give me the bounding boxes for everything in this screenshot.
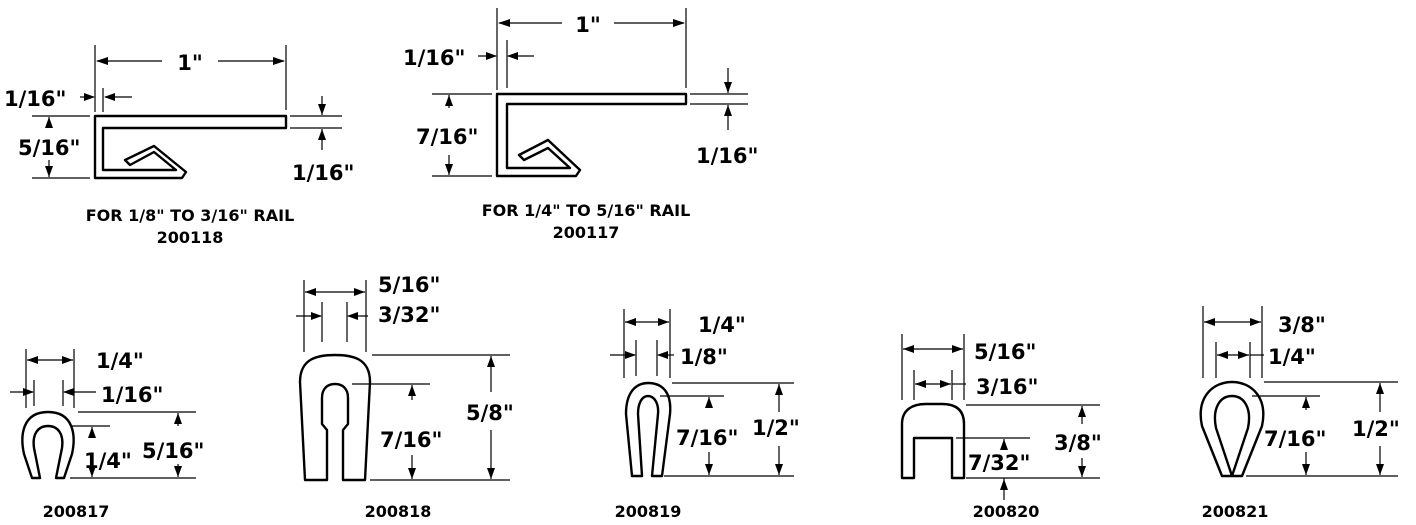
profile-200819-outer-width-label: 1/4" — [698, 313, 746, 337]
profile-200818: 5/16" 3/32" 7/16" 5/8" 200818 — [296, 273, 514, 521]
profile-200818-part-number: 200818 — [365, 502, 432, 521]
profile-200817-inner-depth-label: 1/4" — [84, 449, 132, 473]
profile-200817-part-number: 200817 — [43, 502, 110, 521]
profile-200118-height-label: 5/16" — [18, 136, 80, 160]
profile-200817-outer-width-label: 1/4" — [96, 349, 144, 373]
profile-200819-wall-label: 1/8" — [680, 345, 728, 369]
profile-200819-inner-depth-label: 7/16" — [676, 426, 738, 450]
profile-200821: 3/8" 1/4" 7/16" 1/2" 200821 — [1199, 306, 1400, 521]
profile-200117-flange-label: 1/16" — [696, 144, 758, 168]
profile-200117-wall-label: 1/16" — [403, 46, 465, 70]
profile-200818-wall-label: 3/32" — [378, 303, 440, 327]
profile-200118: 1" 1/16" 5/16" 1/16" FOR 1/8" TO 3/16" R… — [4, 45, 354, 247]
profile-200819-height-label: 1/2" — [752, 416, 800, 440]
profile-200118-part-number: 200118 — [157, 228, 224, 247]
profile-200118-width-label: 1" — [177, 51, 203, 75]
profile-200820-part-number: 200820 — [973, 502, 1040, 521]
profile-200820: 5/16" 3/16" 7/32" 3/8" 200820 — [900, 334, 1102, 521]
profile-200821-outer-width-label: 3/8" — [1278, 313, 1326, 337]
profile-200821-inner-width-label: 1/4" — [1268, 345, 1316, 369]
profile-200118-shape — [93, 114, 288, 180]
profile-200818-inner-depth-label: 7/16" — [380, 428, 442, 452]
profile-200819-shape — [624, 381, 672, 478]
profile-200117-part-number: 200117 — [553, 223, 620, 242]
profile-200820-inner-width-label: 3/16" — [976, 375, 1038, 399]
profile-200821-part-number: 200821 — [1202, 502, 1269, 521]
profile-200819: 1/4" 1/8" 7/16" 1/2" 200819 — [610, 309, 800, 521]
profile-200818-outer-width-label: 5/16" — [378, 273, 440, 297]
profile-200821-height-label: 1/2" — [1352, 417, 1400, 441]
profile-200821-inner-depth-label: 7/16" — [1264, 427, 1326, 451]
profile-200117-height-label: 7/16" — [416, 125, 478, 149]
profile-200818-height-label: 5/8" — [466, 401, 514, 425]
profile-200118-caption: FOR 1/8" TO 3/16" RAIL — [86, 206, 295, 225]
profile-200820-height-label: 3/8" — [1054, 431, 1102, 455]
profile-200817-wall-label: 1/16" — [101, 383, 163, 407]
profile-200117: 1" 1/16" 7/16" 1/16" FOR 1/4" TO 5/16" R… — [403, 8, 758, 242]
profile-200817-shape — [21, 410, 75, 480]
profile-200820-shape — [900, 402, 966, 480]
profile-200820-outer-width-label: 5/16" — [974, 340, 1036, 364]
profile-200821-shape — [1199, 380, 1265, 478]
profile-200117-caption: FOR 1/4" TO 5/16" RAIL — [482, 201, 691, 220]
profile-200818-shape — [298, 353, 372, 482]
profile-200117-width-label: 1" — [575, 13, 601, 37]
profile-200118-flange-label: 1/16" — [292, 161, 354, 185]
profile-200820-inner-depth-label: 7/32" — [968, 451, 1030, 475]
profile-200817-height-label: 5/16" — [142, 439, 204, 463]
profile-200817: 1/4" 1/16" 1/4" 5/16" 200817 — [10, 349, 204, 521]
profile-200118-wall-label: 1/16" — [4, 87, 66, 111]
profile-200117-shape — [495, 92, 688, 178]
profile-200819-part-number: 200819 — [615, 502, 682, 521]
